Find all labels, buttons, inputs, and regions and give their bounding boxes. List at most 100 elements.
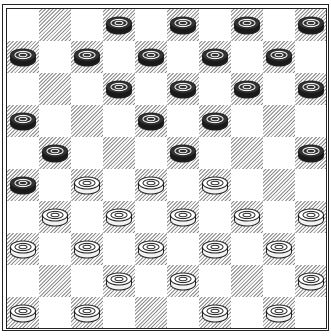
- board-square-r1-c9[interactable]: [263, 9, 295, 41]
- white-checker-piece[interactable]: [41, 207, 69, 229]
- board-square-r10-c10[interactable]: [295, 297, 327, 329]
- board-square-r2-c9[interactable]: [263, 41, 295, 73]
- black-checker-piece[interactable]: [169, 143, 197, 165]
- board-square-r4-c6[interactable]: [167, 105, 199, 137]
- board-square-r9-c9[interactable]: [263, 265, 295, 297]
- board-square-r7-c5[interactable]: [135, 201, 167, 233]
- board-square-r9-c1[interactable]: [7, 265, 39, 297]
- board-square-r1-c8[interactable]: [231, 9, 263, 41]
- board-square-r8-c8[interactable]: [231, 233, 263, 265]
- board-square-r7-c3[interactable]: [71, 201, 103, 233]
- board-square-r4-c3[interactable]: [71, 105, 103, 137]
- board-square-r6-c4[interactable]: [103, 169, 135, 201]
- board-square-r3-c10[interactable]: [295, 73, 327, 105]
- board-square-r8-c6[interactable]: [167, 233, 199, 265]
- black-checker-piece[interactable]: [297, 79, 325, 101]
- board-square-r8-c9[interactable]: [263, 233, 295, 265]
- black-checker-piece[interactable]: [297, 143, 325, 165]
- board-square-r9-c10[interactable]: [295, 265, 327, 297]
- board-square-r7-c10[interactable]: [295, 201, 327, 233]
- board-square-r1-c6[interactable]: [167, 9, 199, 41]
- white-checker-piece[interactable]: [233, 207, 261, 229]
- board-square-r2-c7[interactable]: [199, 41, 231, 73]
- white-checker-piece[interactable]: [137, 175, 165, 197]
- board-square-r1-c4[interactable]: [103, 9, 135, 41]
- board-square-r10-c2[interactable]: [39, 297, 71, 329]
- black-checker-piece[interactable]: [233, 79, 261, 101]
- black-checker-piece[interactable]: [105, 79, 133, 101]
- black-checker-piece[interactable]: [137, 111, 165, 133]
- white-checker-piece[interactable]: [201, 239, 229, 261]
- board-square-r6-c1[interactable]: [7, 169, 39, 201]
- board-square-r1-c10[interactable]: [295, 9, 327, 41]
- board-square-r1-c1[interactable]: [7, 9, 39, 41]
- black-checker-piece[interactable]: [169, 15, 197, 37]
- black-checker-piece[interactable]: [137, 47, 165, 69]
- board-square-r6-c9[interactable]: [263, 169, 295, 201]
- board-square-r5-c6[interactable]: [167, 137, 199, 169]
- board-square-r10-c1[interactable]: [7, 297, 39, 329]
- white-checker-piece[interactable]: [201, 303, 229, 325]
- board-square-r8-c10[interactable]: [295, 233, 327, 265]
- white-checker-piece[interactable]: [265, 239, 293, 261]
- board-square-r8-c7[interactable]: [199, 233, 231, 265]
- black-checker-piece[interactable]: [9, 111, 37, 133]
- board-square-r3-c5[interactable]: [135, 73, 167, 105]
- board-square-r7-c9[interactable]: [263, 201, 295, 233]
- board-square-r4-c4[interactable]: [103, 105, 135, 137]
- board-square-r6-c6[interactable]: [167, 169, 199, 201]
- board-square-r5-c10[interactable]: [295, 137, 327, 169]
- board-square-r5-c2[interactable]: [39, 137, 71, 169]
- white-checker-piece[interactable]: [73, 303, 101, 325]
- white-checker-piece[interactable]: [9, 303, 37, 325]
- board-square-r8-c4[interactable]: [103, 233, 135, 265]
- board-square-r2-c4[interactable]: [103, 41, 135, 73]
- board-square-r1-c2[interactable]: [39, 9, 71, 41]
- board-square-r3-c1[interactable]: [7, 73, 39, 105]
- board-square-r2-c6[interactable]: [167, 41, 199, 73]
- board-square-r3-c9[interactable]: [263, 73, 295, 105]
- board-square-r2-c5[interactable]: [135, 41, 167, 73]
- board-square-r1-c5[interactable]: [135, 9, 167, 41]
- board-square-r3-c3[interactable]: [71, 73, 103, 105]
- board-square-r8-c5[interactable]: [135, 233, 167, 265]
- black-checker-piece[interactable]: [9, 47, 37, 69]
- board-square-r10-c8[interactable]: [231, 297, 263, 329]
- black-checker-piece[interactable]: [41, 143, 69, 165]
- board-square-r4-c2[interactable]: [39, 105, 71, 137]
- white-checker-piece[interactable]: [105, 207, 133, 229]
- board-square-r2-c1[interactable]: [7, 41, 39, 73]
- board-square-r7-c7[interactable]: [199, 201, 231, 233]
- board-square-r6-c2[interactable]: [39, 169, 71, 201]
- board-square-r6-c7[interactable]: [199, 169, 231, 201]
- black-checker-piece[interactable]: [297, 15, 325, 37]
- white-checker-piece[interactable]: [105, 271, 133, 293]
- board-square-r1-c7[interactable]: [199, 9, 231, 41]
- board-square-r5-c1[interactable]: [7, 137, 39, 169]
- board-square-r7-c2[interactable]: [39, 201, 71, 233]
- board-square-r4-c10[interactable]: [295, 105, 327, 137]
- white-checker-piece[interactable]: [73, 239, 101, 261]
- board-square-r10-c7[interactable]: [199, 297, 231, 329]
- board-square-r9-c7[interactable]: [199, 265, 231, 297]
- white-checker-piece[interactable]: [9, 239, 37, 261]
- board-square-r3-c6[interactable]: [167, 73, 199, 105]
- board-square-r4-c9[interactable]: [263, 105, 295, 137]
- black-checker-piece[interactable]: [233, 15, 261, 37]
- board-square-r7-c6[interactable]: [167, 201, 199, 233]
- white-checker-piece[interactable]: [169, 207, 197, 229]
- board-square-r4-c1[interactable]: [7, 105, 39, 137]
- black-checker-piece[interactable]: [73, 47, 101, 69]
- board-square-r3-c2[interactable]: [39, 73, 71, 105]
- board-square-r7-c1[interactable]: [7, 201, 39, 233]
- board-square-r7-c8[interactable]: [231, 201, 263, 233]
- board-square-r5-c7[interactable]: [199, 137, 231, 169]
- board-square-r7-c4[interactable]: [103, 201, 135, 233]
- board-square-r10-c6[interactable]: [167, 297, 199, 329]
- board-square-r4-c7[interactable]: [199, 105, 231, 137]
- white-checker-piece[interactable]: [201, 175, 229, 197]
- board-square-r6-c8[interactable]: [231, 169, 263, 201]
- board-square-r9-c3[interactable]: [71, 265, 103, 297]
- black-checker-piece[interactable]: [201, 111, 229, 133]
- board-square-r8-c1[interactable]: [7, 233, 39, 265]
